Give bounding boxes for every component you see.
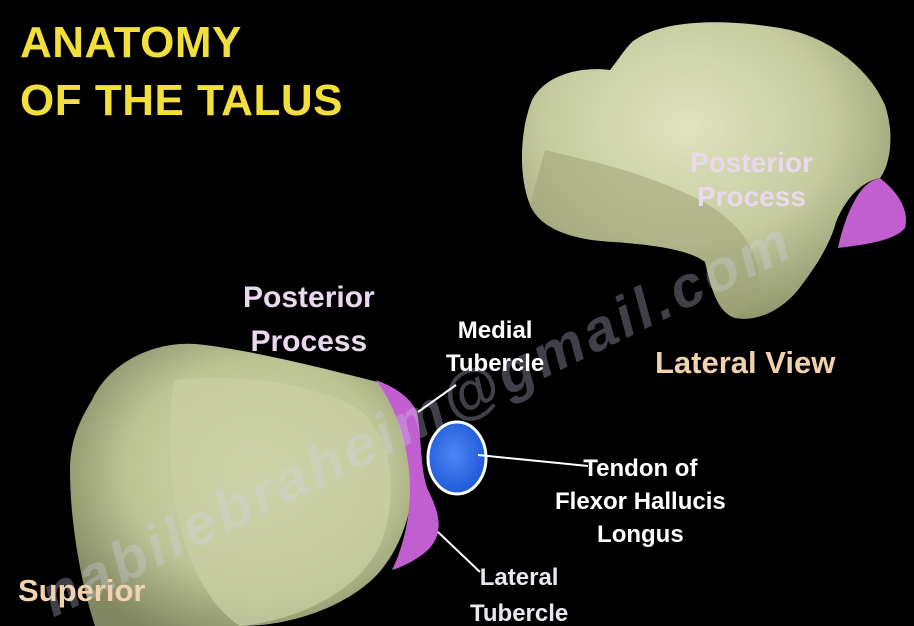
superior-view-label: Superior — [18, 572, 145, 609]
lateral-view-label: Lateral View — [655, 344, 835, 381]
medial-tubercle-label: Medial Tubercle — [446, 314, 544, 380]
lateral-tubercle-label: Lateral Tubercle — [470, 560, 568, 626]
page-title: ANATOMY OF THE TALUS — [20, 14, 343, 130]
tendon-label: Tendon of Flexor Hallucis Longus — [555, 452, 726, 551]
posterior-process-lateral-label: Posterior Process — [690, 146, 813, 214]
posterior-process-superior-label: Posterior Process — [243, 276, 375, 364]
